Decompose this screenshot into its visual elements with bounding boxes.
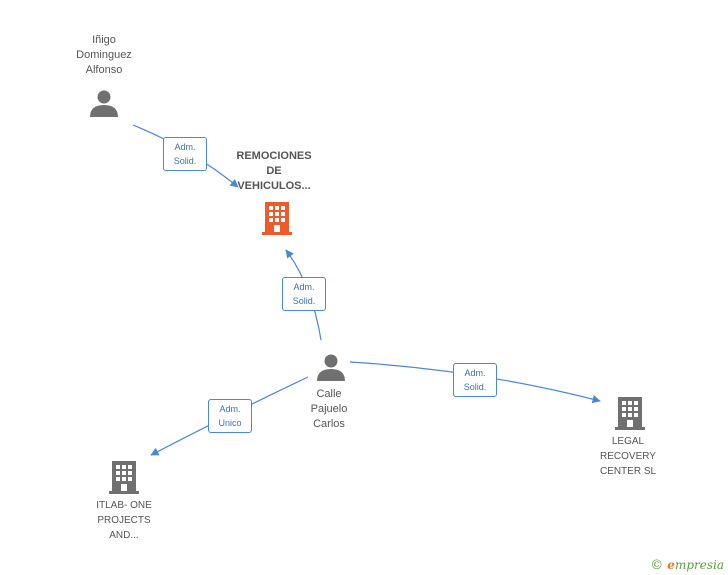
node-label-calle: Calle Pajuelo Carlos	[310, 388, 348, 430]
edge-label-line2: Solid.	[292, 296, 316, 306]
building-icon[interactable]	[261, 201, 293, 235]
edge-label-calle-to-main[interactable]: Adm. Solid.	[282, 277, 326, 311]
edge-label-line1: Adm.	[174, 142, 196, 152]
building-icon[interactable]	[614, 396, 646, 430]
edge-label-calle-to-itlab[interactable]: Adm. Unico	[208, 399, 252, 433]
copyright-icon: ©	[650, 558, 664, 573]
edge-label-line2: Unico	[218, 418, 242, 428]
edge-label-calle-to-legal[interactable]: Adm. Solid.	[453, 363, 497, 397]
edge-label-line2: Solid.	[463, 382, 487, 392]
person-icon[interactable]	[89, 88, 119, 118]
node-label-legal: LEGAL RECOVERY CENTER SL	[599, 436, 657, 477]
node-label-itlab: ITLAB- ONE PROJECTS AND...	[96, 500, 152, 541]
brand-rest: mpresia	[674, 558, 724, 572]
node-label-inigo: Iñigo Dominguez Alfonso	[76, 34, 132, 76]
brand-letter: e	[667, 558, 675, 572]
edge-label-inigo-to-main[interactable]: Adm. Solid.	[163, 137, 207, 171]
building-icon[interactable]	[108, 460, 140, 494]
empresia-watermark: ©empresia	[650, 558, 724, 573]
node-label-main-company: REMOCIONES DE VEHICULOS...	[236, 150, 312, 192]
person-icon[interactable]	[316, 352, 346, 382]
edge-label-line1: Adm.	[219, 404, 241, 414]
edge-label-line1: Adm.	[464, 368, 486, 378]
edge-label-line2: Solid.	[173, 156, 197, 166]
edge-label-line1: Adm.	[293, 282, 315, 292]
